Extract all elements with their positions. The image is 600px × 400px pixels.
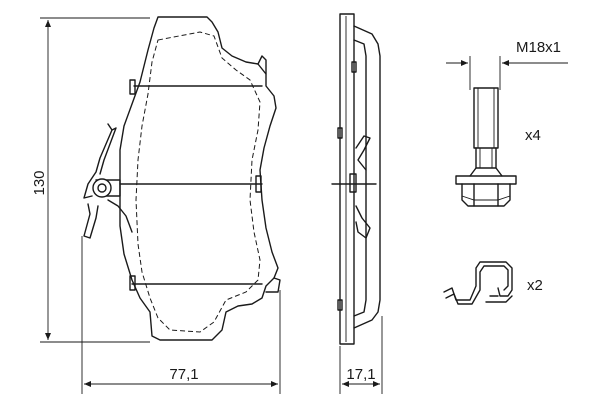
side-friction-material bbox=[353, 25, 381, 329]
pad-front-view bbox=[83, 16, 281, 341]
backing-plate-outline bbox=[119, 16, 279, 341]
clip-drawing: x2 bbox=[443, 261, 543, 305]
pad-side-view bbox=[331, 13, 381, 345]
height-dimension: 130 bbox=[31, 17, 150, 343]
thickness-dimension: 17,1 bbox=[339, 316, 383, 394]
bolt-drawing: M18x1 x4 bbox=[446, 39, 568, 207]
clip-quantity: x2 bbox=[527, 277, 543, 294]
bolt-quantity: x4 bbox=[525, 127, 541, 144]
width-label: 77,1 bbox=[169, 366, 198, 383]
height-label: 130 bbox=[31, 170, 48, 195]
thickness-label: 17,1 bbox=[346, 366, 375, 383]
width-dimension: 77,1 bbox=[81, 236, 281, 394]
friction-material-outline bbox=[135, 31, 261, 333]
thread-label: M18x1 bbox=[516, 39, 561, 56]
wear-sensor-clip bbox=[83, 123, 133, 239]
side-backing-plate bbox=[339, 13, 355, 345]
